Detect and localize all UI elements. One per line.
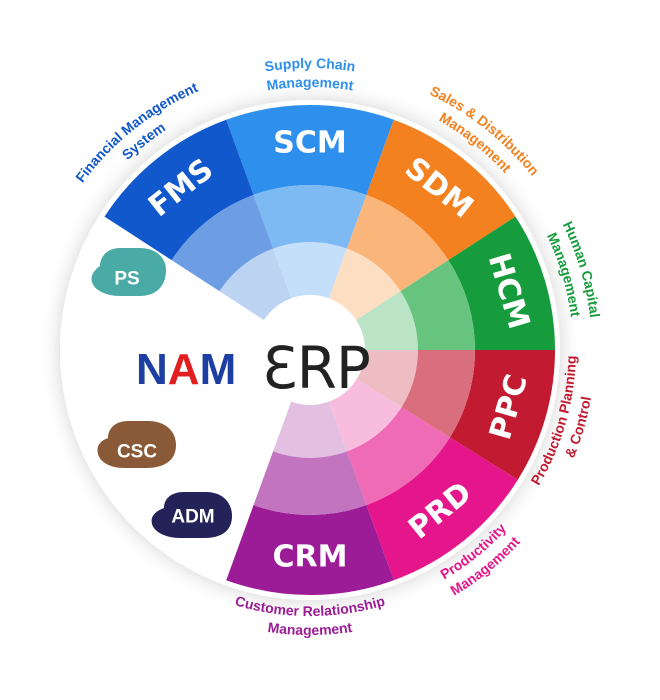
segment-hcm-outer [448, 216, 555, 350]
segment-sdm-outer [366, 119, 516, 261]
badge-csc-shape [97, 421, 176, 468]
badge-csc[interactable]: CSC [97, 421, 176, 468]
badge-ps-label: PS [114, 269, 139, 290]
logo-nam-m: M [200, 345, 237, 394]
badge-adm-shape [151, 492, 232, 538]
module-name-scm-line-1: Supply Chain [264, 55, 357, 75]
segment-crm-label: CRM [273, 540, 348, 575]
segment-scm-label: SCM [273, 126, 346, 161]
badge-adm-label: ADM [171, 507, 214, 528]
segment-scm-outer [226, 105, 394, 195]
badge-adm[interactable]: ADM [151, 492, 232, 538]
segment-hcm[interactable]: HCM [356, 216, 555, 350]
badge-csc-label: CSC [117, 442, 157, 463]
segment-fms-outer [104, 119, 254, 261]
badge-ps[interactable]: PS [91, 248, 166, 296]
logo-nam-a: A [168, 345, 200, 394]
logo-nam-n: N [136, 345, 168, 394]
module-name-scm-line-2: Management [266, 74, 355, 94]
badge-ps-shape [91, 248, 166, 296]
segment-crm-outer [226, 505, 394, 596]
module-name-crm-line-2: Management [267, 619, 354, 638]
nam-erp-logo: NAM ƐRP [136, 334, 371, 402]
hub-ring [202, 242, 418, 458]
logo-erp: ƐRP [262, 334, 370, 402]
segment-ppc-outer [449, 350, 555, 480]
logo-nam: NAM [136, 345, 236, 394]
segment-prd-outer [366, 437, 518, 581]
